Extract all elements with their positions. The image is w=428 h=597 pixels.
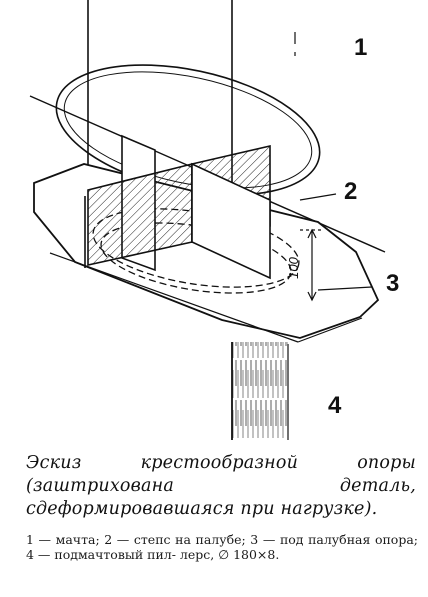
cross-support — [84, 134, 271, 280]
callout-pillar: 4 — [328, 392, 342, 419]
deck-pillar — [231, 342, 289, 440]
cross-support-sketch: 100 1 2 3 4 — [29, 0, 400, 440]
sketch-drawing: 100 — [29, 0, 386, 440]
figure-legend: 1 — мачта; 2 — степс на палубе; 3 — под … — [26, 532, 418, 562]
dimension-100 — [300, 228, 324, 302]
leader-lines — [299, 193, 373, 291]
callout-deck-step: 2 — [344, 178, 358, 205]
figure-caption: Эскиз крестообразной опоры (заштрихована… — [26, 453, 416, 519]
callout-mast: 1 — [354, 34, 368, 61]
callout-under-deck-plate: 3 — [386, 270, 400, 297]
dimension-label: 100 — [286, 256, 301, 278]
